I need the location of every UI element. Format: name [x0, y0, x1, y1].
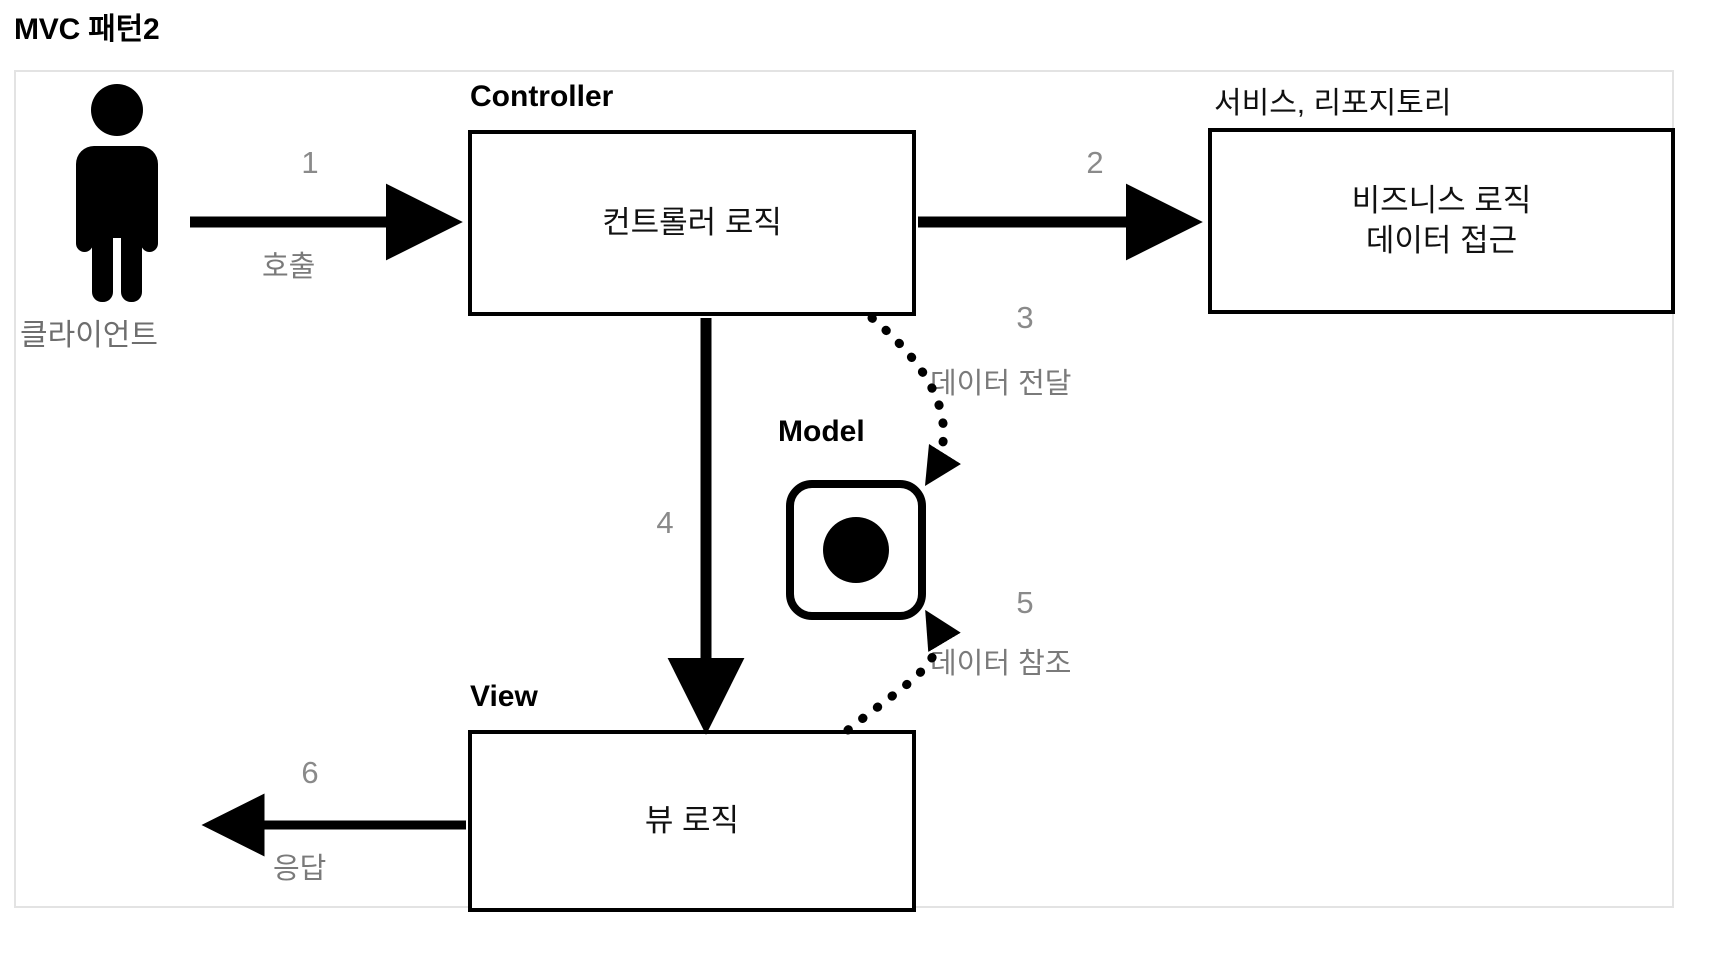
- filled-circle-icon: [823, 517, 889, 583]
- controller-caption: Controller: [470, 80, 614, 113]
- person-icon: [62, 84, 172, 304]
- edge-3-number: 3: [1016, 300, 1034, 335]
- edge-5-label: 데이터 참조: [930, 648, 1072, 680]
- service-body-line1: 비즈니스 로직: [1351, 183, 1532, 219]
- model-node[interactable]: [786, 480, 926, 620]
- edge-2-number: 2: [1086, 145, 1104, 180]
- edge-6-number: 6: [301, 755, 319, 790]
- edge-1-number: 1: [301, 145, 319, 180]
- service-caption: 서비스, 리포지토리: [1214, 87, 1452, 120]
- client-label: 클라이언트: [20, 319, 158, 352]
- page-title: MVC 패턴2: [14, 13, 160, 46]
- controller-body-text: 컨트롤러 로직: [602, 205, 782, 241]
- controller-box[interactable]: 컨트롤러 로직: [468, 130, 916, 316]
- view-caption: View: [470, 680, 538, 713]
- service-box[interactable]: 비즈니스 로직 데이터 접근: [1208, 128, 1675, 314]
- edge-4-number: 4: [656, 505, 674, 540]
- edge-3-label: 데이터 전달: [930, 368, 1072, 400]
- service-body-line2: 데이터 접근: [1365, 223, 1518, 258]
- model-caption: Model: [778, 415, 865, 448]
- edge-1-label: 호출: [262, 251, 316, 283]
- edge-5-number: 5: [1016, 585, 1034, 620]
- edge-6-label: 응답: [273, 853, 327, 885]
- view-body-text: 뷰 로직: [644, 803, 740, 839]
- view-box[interactable]: 뷰 로직: [468, 730, 916, 912]
